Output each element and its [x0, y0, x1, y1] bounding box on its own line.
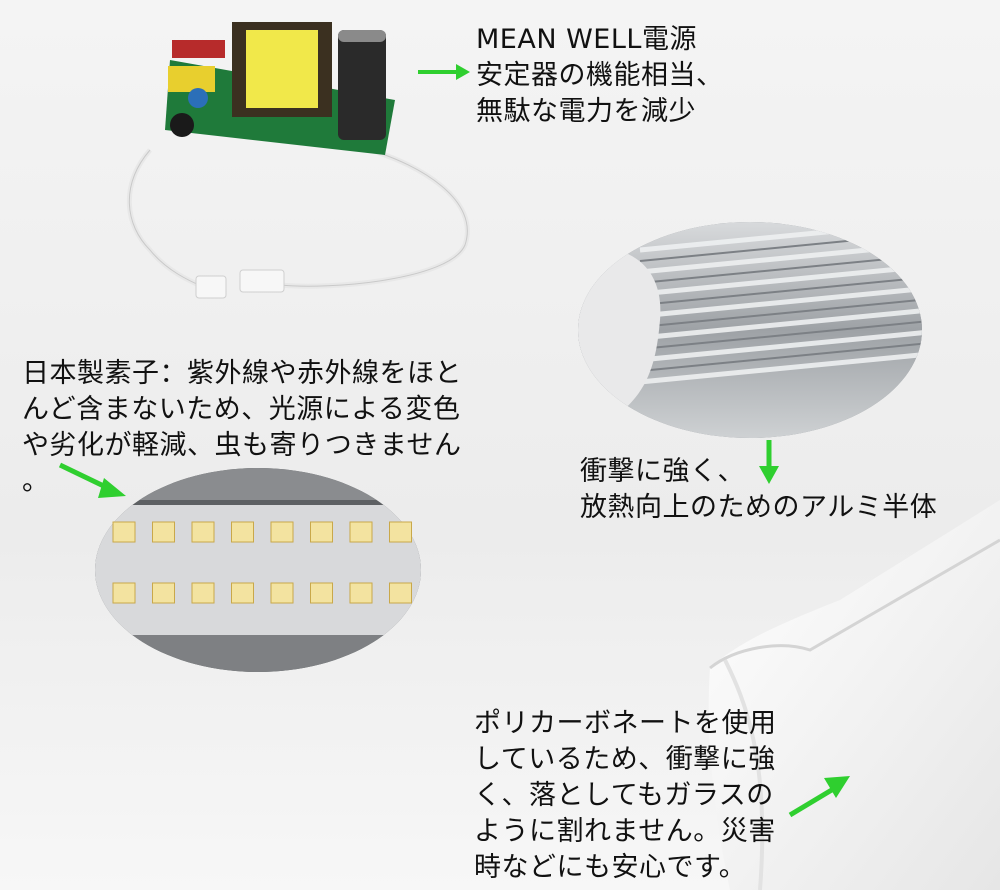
arrow-down-icon — [759, 440, 779, 484]
led-chip — [231, 521, 254, 543]
led-chip — [270, 582, 294, 604]
led-chip — [310, 582, 333, 604]
callout-line: んど含まないため、光源による変色 — [22, 394, 461, 425]
transformer — [246, 30, 318, 108]
led-chip — [270, 521, 294, 543]
callout-line: MEAN WELL電源 — [476, 24, 697, 55]
capacitor-yellow — [168, 66, 215, 92]
callout-power-supply: MEAN WELL電源 安定器の機能相当、 無駄な電力を減少 — [476, 22, 724, 130]
callout-line: 放熱向上のためのアルミ半体 — [580, 492, 938, 523]
capacitor-blue — [188, 88, 208, 108]
led-chip — [191, 521, 215, 543]
callout-line: 衝撃に強く、 — [580, 456, 745, 487]
led-chip — [310, 521, 333, 543]
led-chip — [349, 521, 373, 543]
callout-line: 。 — [22, 466, 50, 497]
aluminum-closeup — [578, 222, 922, 438]
connector-left — [195, 275, 227, 299]
callout-polycarbonate: ポリカーボネートを使用 しているため、衝撃に強 く、落としてもガラスの ように割… — [474, 706, 777, 886]
led-chip — [349, 582, 373, 604]
callout-line: 日本製素子：紫外線や赤外線をほと — [22, 358, 462, 389]
led-chip — [112, 521, 136, 543]
electrolytic-capacitor — [338, 30, 386, 140]
callout-line: 時などにも安心です。 — [474, 852, 747, 883]
led-chip — [152, 521, 175, 543]
connector-right — [239, 269, 285, 293]
callout-line: ポリカーボネートを使用 — [474, 708, 777, 739]
led-chip — [112, 582, 136, 604]
callout-line: 無駄な電力を減少 — [476, 96, 696, 127]
polycarbonate-diffuser — [708, 500, 1000, 890]
arrow-right-icon — [418, 64, 470, 80]
callout-line: く、落としてもガラスの — [474, 780, 774, 811]
led-chip — [389, 582, 412, 604]
callout-line: や劣化が軽減、虫も寄りつきません — [22, 430, 462, 461]
inductor — [170, 113, 194, 137]
callout-line: 安定器の機能相当、 — [476, 60, 724, 91]
led-chip — [191, 582, 215, 604]
led-chip — [152, 582, 175, 604]
power-supply-board — [126, 22, 470, 299]
arrow-down-right-icon — [58, 462, 126, 498]
callout-aluminum: 衝撃に強く、 放熱向上のためのアルミ半体 — [580, 454, 937, 526]
led-chip — [389, 521, 412, 543]
led-closeup — [95, 468, 421, 672]
callout-line: ように割れません。災害 — [474, 816, 776, 847]
callout-line: しているため、衝撃に強 — [474, 744, 776, 775]
led-chip — [231, 582, 254, 604]
arrow-up-right-icon — [788, 776, 850, 818]
callout-led-chips: 日本製素子：紫外線や赤外線をほと んど含まないため、光源による変色 や劣化が軽減… — [22, 356, 462, 500]
capacitor-red — [172, 40, 225, 58]
